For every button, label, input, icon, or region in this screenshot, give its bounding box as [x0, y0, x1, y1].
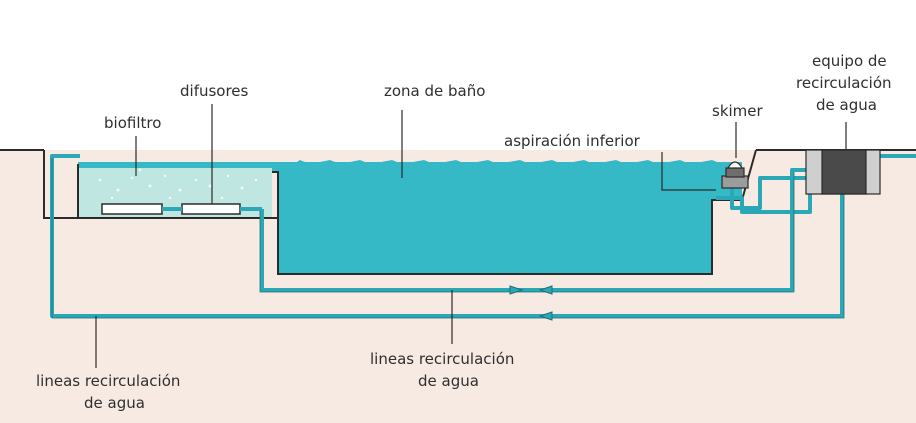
label-lineas-center-1: lineas recirculación: [370, 350, 514, 368]
flow-arrows: [509, 285, 553, 321]
label-aspiracion-inferior: aspiración inferior: [504, 132, 641, 150]
label-equipo-line2: recirculación: [796, 74, 892, 92]
label-skimer: skimer: [712, 102, 764, 120]
label-equipo-line1: equipo de: [812, 52, 887, 70]
label-lineas-left-1: lineas recirculación: [36, 372, 180, 390]
recirculation-equipment: [805, 149, 881, 195]
pipe-outlines: [51, 158, 845, 319]
label-difusores: difusores: [180, 82, 249, 100]
sky: [0, 0, 916, 150]
label-zona-bano: zona de baño: [384, 82, 485, 100]
surface-water-band: [78, 162, 742, 168]
leader-lines: [95, 104, 847, 368]
pool-walls: [277, 149, 757, 275]
label-biofiltro: biofiltro: [104, 114, 161, 132]
diffuser-right: [181, 203, 241, 215]
bathing-zone-water: [272, 160, 742, 274]
label-equipo-line3: de agua: [816, 96, 877, 114]
skimmer-unit: [721, 161, 749, 189]
label-lineas-center-2: de agua: [418, 372, 479, 390]
biofilter-bubbles: [98, 168, 258, 200]
diffuser-left: [101, 203, 163, 215]
label-lineas-left-2: de agua: [84, 394, 145, 412]
